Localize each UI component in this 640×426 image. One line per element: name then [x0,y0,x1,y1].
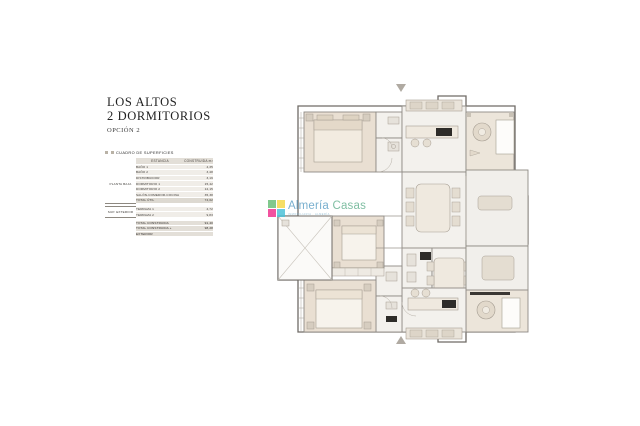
table-header-row: ESTANCIA CONSTRUIDA m² [105,157,213,165]
section-marker-top-icon [396,84,406,92]
fixture-wc [406,253,417,267]
total-construida-plus-value: 98,28 [184,225,213,232]
room-name: BAÑO 2 [136,169,184,176]
bar-stool [421,288,431,298]
furniture-terrace-table-2 [481,255,515,281]
room-name: TERRAZA 1 [136,206,184,213]
total-construida-plus-label: TOTAL CONSTRUIDA + [136,225,184,232]
project-option-label: OPCIÓN 2 [107,127,141,134]
room-name: TERRAZA 2 [136,211,184,218]
table-row: BAÑO 2 3,48 [105,169,213,176]
square-marker-icon [105,151,108,154]
table-row: DORMITORIO 2 12,15 [105,186,213,193]
total-exterior-value [184,231,213,238]
total-util-area: 74,02 [184,197,213,204]
surfaces-heading-row: CUADRO DE SUPERFICIES [105,150,213,158]
room-name: BAÑO 1 [136,164,184,171]
room-area: 4,72 [184,206,213,213]
furniture-dining-table-2 [433,257,465,293]
header-cell-estancia: ESTANCIA [136,157,184,165]
room-area: 4,35 [184,164,213,171]
fixture-basin [406,271,417,283]
terrace-fixture [281,219,290,227]
furniture-armchair [469,149,481,157]
table-row: PLANTA BAJA BAÑO 1 4,35 [105,163,213,204]
door-swing [401,301,417,317]
title-block: LOS ALTOS 2 DORMITORIOS OPCIÓN 2 [107,95,257,134]
table-row: DISTRIBUIDOR 3,19 [105,175,213,182]
room-area: 3,48 [184,169,213,176]
total-util-label: TOTAL ÚTIL [136,197,184,204]
room-name: DISTRIBUIDOR [136,175,184,182]
table-row: SALÓN-COMEDOR-COCINA 35,38 [105,191,213,199]
floorplan-drawing [270,84,536,346]
room-area: 3,19 [184,175,213,182]
room-area: 35,38 [184,191,213,199]
furniture-sofa-bottom [501,297,521,329]
room-kitchen-top [401,105,467,173]
square-marker-icon-2 [110,151,114,154]
section-marker-bottom-icon [396,336,406,344]
surfaces-table-block: CUADRO DE SUPERFICIES ESTANCIA CONSTRUID… [105,150,213,238]
room-area: 12,15 [184,186,213,193]
table-row-total: TOTAL CONSTRUIDA + 98,28 [105,225,213,232]
table-row: TERRAZA 2 9,83 [105,211,213,218]
total-gutter-3 [105,231,136,237]
table-row-total-util: TOTAL ÚTIL 74,02 [105,197,213,204]
room-area: 15,42 [184,180,213,187]
room-area: 9,83 [184,211,213,218]
door-swing [381,137,393,149]
surfaces-table: ESTANCIA CONSTRUIDA m² PLANTA BAJA BAÑO … [105,157,213,238]
table-row-total: TOTAL CONSTRUIDA 91,40 [105,220,213,227]
bar-stool [410,138,420,148]
kitchen-hob [436,128,452,136]
kitchen-hob-2 [442,300,456,308]
furniture-terrace-table [477,195,513,211]
appliance-unit [420,252,431,260]
project-title-line-2: 2 DORMITORIOS [107,108,211,123]
furniture-tv-unit [470,292,510,295]
table-row: SUP. EXTERIOR TERRAZA 1 4,72 [105,206,213,218]
furniture-dining-table [415,183,451,233]
table-row: DORMITORIO 1 15,42 [105,180,213,187]
furniture-sofa-top [495,119,515,155]
header-cell-construida: CONSTRUIDA m² [184,157,213,165]
total-construida-value: 91,40 [184,220,213,227]
total-construida-label: TOTAL CONSTRUIDA [136,220,184,227]
surfaces-heading-label: CUADRO DE SUPERFICIES [116,150,174,155]
group-label-sup-exterior: SUP. EXTERIOR [105,206,136,218]
fixture-shower-top [387,141,400,152]
fixture-sink-top [387,116,400,125]
room-name: DORMITORIO 1 [136,180,184,187]
room-bath-top [375,111,403,139]
bar-stool [410,288,420,298]
project-title-line-1: LOS ALTOS [107,95,178,109]
door-swing [379,295,393,309]
room-name: DORMITORIO 2 [136,186,184,193]
room-name: SALÓN-COMEDOR-COCINA [136,191,184,199]
room-closet-bottom [375,295,403,333]
bar-stool [422,138,432,148]
table-row-total: EXTERIOR [105,231,213,238]
group-label-planta-baja: PLANTA BAJA [105,163,136,204]
total-exterior-label: EXTERIOR [136,231,184,238]
